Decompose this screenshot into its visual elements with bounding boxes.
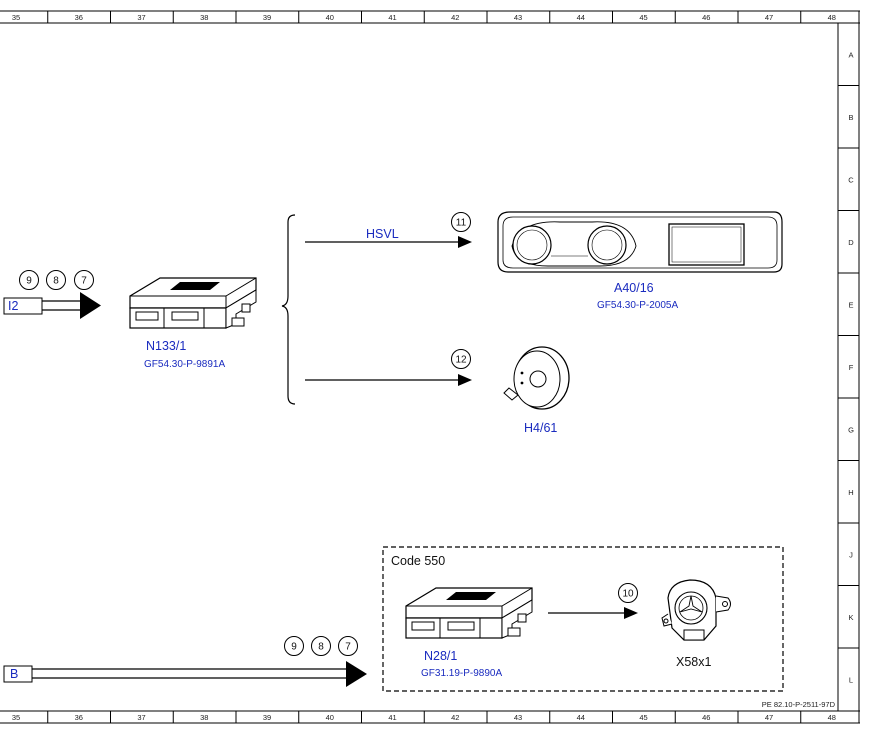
ref-circles-top: 9 8 7: [19, 270, 94, 290]
column-label: 35: [12, 13, 20, 22]
ref-12: 12: [455, 355, 467, 366]
wire-label-bottom: B: [10, 667, 18, 681]
column-label: 39: [263, 713, 271, 722]
row-label: B: [848, 113, 853, 122]
incoming-wire-bottom: B 9 8 7: [3, 636, 367, 687]
column-label: 45: [639, 13, 647, 22]
ref-circles-bottom: 9 8 7: [284, 636, 358, 656]
drawing-frame: [0, 10, 860, 724]
ref-7-bottom: 7: [345, 642, 351, 653]
ref-9-bottom: 9: [291, 642, 297, 653]
ref-9-top: 9: [26, 276, 32, 287]
control-unit-n28[interactable]: [405, 587, 533, 639]
instrument-cluster-a40[interactable]: [497, 211, 783, 273]
ref-10: 10: [622, 589, 634, 600]
column-label: 36: [75, 713, 83, 722]
column-label: 47: [765, 13, 773, 22]
signal-hsvl: HSVL: [366, 227, 399, 241]
column-label: 48: [828, 13, 836, 22]
ref-8-top: 8: [53, 276, 59, 287]
column-label: 41: [388, 13, 396, 22]
column-label: 43: [514, 713, 522, 722]
row-label: K: [848, 613, 853, 622]
ref-8-bottom: 8: [318, 642, 324, 653]
a40-id: A40/16: [614, 281, 654, 295]
ref-7-top: 7: [81, 276, 87, 287]
row-label: H: [848, 488, 853, 497]
column-ruler-top: 35 36 37 38 39 40 41 42 43 44 45 46 47 48: [12, 11, 836, 23]
n133-id: N133/1: [146, 339, 186, 353]
column-label: 46: [702, 713, 710, 722]
arrowhead: [80, 292, 101, 319]
speaker-h4[interactable]: [503, 346, 570, 410]
code-550-box: [382, 546, 784, 692]
column-label: 35: [12, 713, 20, 722]
wire-label-top: I2: [8, 299, 18, 313]
code-550-title: Code 550: [391, 554, 445, 568]
column-label: 40: [326, 13, 334, 22]
column-label: 43: [514, 13, 522, 22]
row-ruler-right: A B C D E F G H J K L: [838, 50, 859, 684]
wire-label-box: [3, 297, 43, 315]
column-label: 44: [577, 713, 585, 722]
column-label: 38: [200, 13, 208, 22]
n28-id: N28/1: [424, 649, 457, 663]
column-label: 42: [451, 13, 459, 22]
column-label: 37: [137, 713, 145, 722]
column-label: 42: [451, 713, 459, 722]
ref-11: 11: [456, 218, 467, 229]
column-label: 37: [137, 13, 145, 22]
n28-doc-link[interactable]: GF31.19-P-9890A: [421, 668, 502, 679]
row-label: G: [848, 425, 854, 434]
column-label: 38: [200, 713, 208, 722]
row-label: C: [848, 175, 854, 184]
row-label: L: [849, 675, 853, 684]
incoming-wire-top: I2 9 8 7: [3, 270, 101, 319]
control-unit-n133[interactable]: [129, 277, 257, 329]
row-label: F: [849, 363, 854, 372]
branch-h4: 12: [305, 349, 472, 386]
column-label: 41: [388, 713, 396, 722]
column-label: 44: [577, 13, 585, 22]
row-label: A: [848, 50, 853, 59]
column-label: 39: [263, 13, 271, 22]
row-label: E: [848, 300, 853, 309]
drawing-reference: PE 82.10-P-2511-97D: [762, 700, 836, 709]
h4-id: H4/61: [524, 421, 557, 435]
socket-x58[interactable]: [661, 579, 731, 641]
a40-doc-link[interactable]: GF54.30-P-2005A: [597, 300, 678, 311]
branch-x58: 10: [548, 583, 638, 619]
branch-brace: [281, 214, 296, 405]
column-ruler-bottom: 35 36 37 38 39 40 41 42 43 44 45 46 47 48: [12, 711, 836, 723]
column-label: 45: [639, 713, 647, 722]
x58-id: X58x1: [676, 655, 711, 669]
column-label: 40: [326, 713, 334, 722]
column-label: 36: [75, 13, 83, 22]
branch-hsvl: HSVL 11: [305, 212, 472, 248]
row-label: J: [849, 550, 853, 559]
column-label: 48: [828, 713, 836, 722]
column-label: 47: [765, 713, 773, 722]
n133-doc-link[interactable]: GF54.30-P-9891A: [144, 359, 225, 370]
column-label: 46: [702, 13, 710, 22]
row-label: D: [848, 238, 854, 247]
